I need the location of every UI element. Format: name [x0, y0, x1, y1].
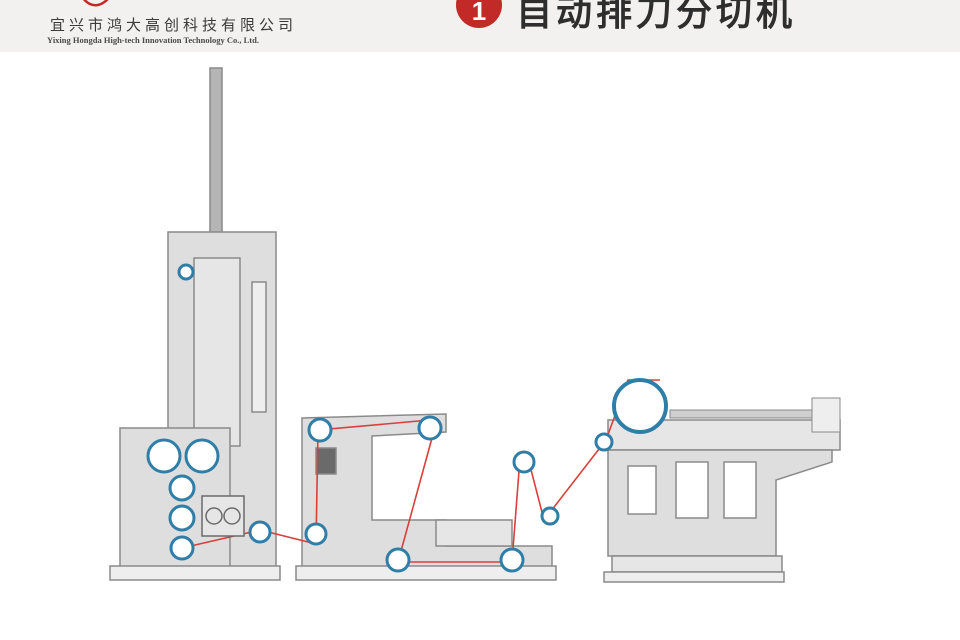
slitting-machine-diagram — [109, 67, 841, 583]
roller-icon — [168, 504, 196, 532]
slitter-section — [603, 419, 841, 583]
roller-icon — [168, 474, 196, 502]
roller-icon — [512, 450, 536, 474]
header-bar: 宜兴市鸿大高创科技有限公司 Yixing Hongda High-tech In… — [0, 0, 960, 52]
company-name-english: Yixing Hongda High-tech Innovation Techn… — [47, 35, 259, 45]
roller-icon — [417, 415, 443, 441]
page-title: 自动排刀分切机 — [516, 0, 797, 34]
rewind-drum-icon — [612, 378, 668, 434]
roller-icon — [146, 438, 182, 474]
unwind-tower — [119, 67, 277, 573]
roller-icon — [169, 535, 195, 561]
company-name-chinese: 宜兴市鸿大高创科技有限公司 — [50, 16, 298, 34]
roller-icon — [184, 438, 220, 474]
roller-icon — [499, 547, 525, 573]
roller-icon — [594, 432, 614, 452]
knife-bar — [669, 409, 821, 419]
roller-icon — [540, 506, 560, 526]
roller-icon — [177, 263, 195, 281]
roller-icon — [248, 520, 272, 544]
logo-swoosh-icon — [83, 0, 109, 7]
roller-icon — [385, 547, 411, 573]
section-number-badge: 1 — [456, 0, 502, 28]
roller-icon — [304, 522, 328, 546]
gearbox-icon — [201, 495, 245, 537]
roller-icon — [307, 417, 333, 443]
